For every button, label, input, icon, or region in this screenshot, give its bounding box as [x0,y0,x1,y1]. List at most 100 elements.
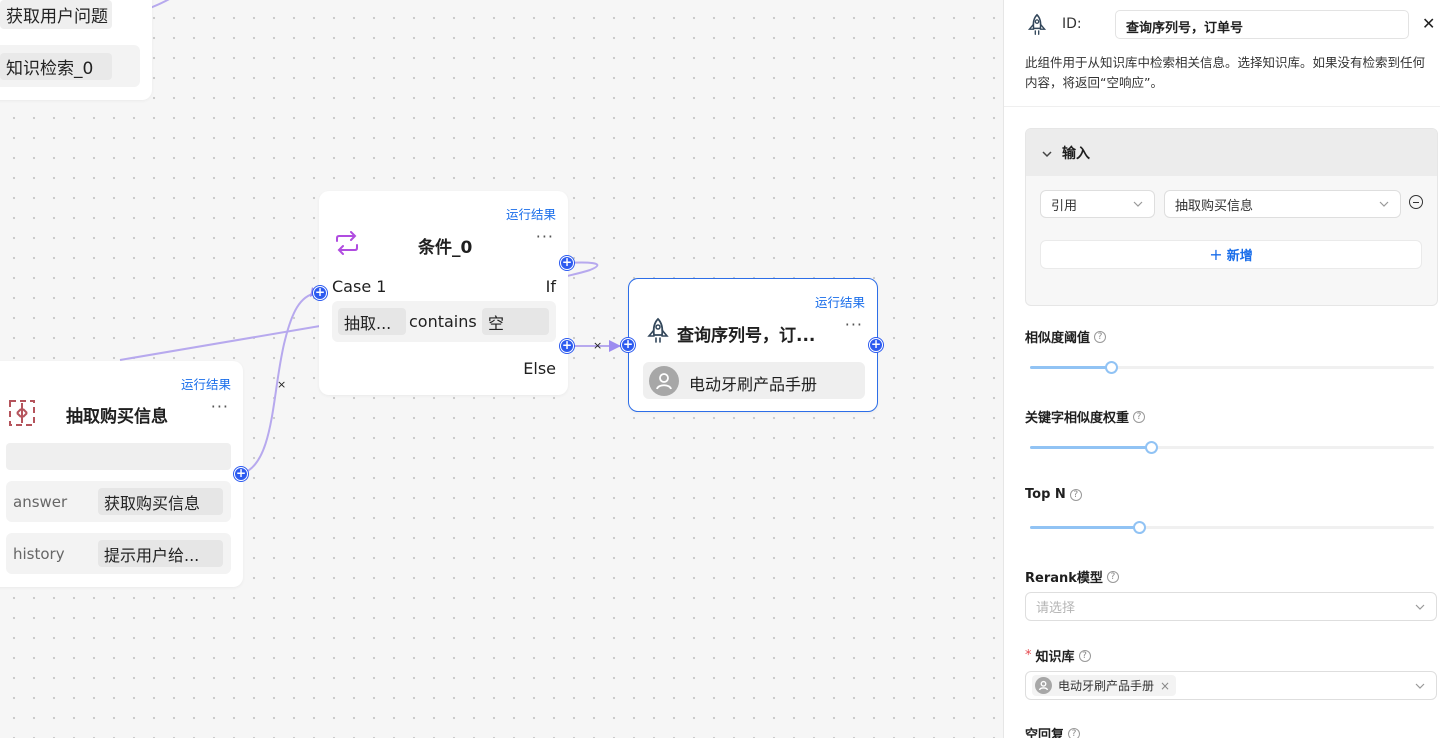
kb-avatar-icon [649,366,679,396]
slider-handle[interactable] [1104,361,1118,374]
condition-value-text: 空 [488,313,505,333]
similarity-threshold-label: 相似度阈值 ? [1025,327,1107,346]
edge-left-to-condition [119,325,321,361]
help-icon[interactable]: ? [1078,649,1091,662]
top-n-label: Top N ? [1025,487,1082,502]
chevron-down-icon [1415,683,1425,689]
keyword-weight-slider[interactable] [1030,441,1434,454]
empty-reply-label: 空回复 ? [1025,724,1081,738]
help-icon[interactable]: ? [1106,570,1119,583]
extract-row-answer-key: answer [13,493,68,511]
knowledge-base-label: * 知识库 ? [1025,646,1091,665]
chevron-down-icon [1133,201,1143,207]
extract-output-handle[interactable]: + [234,466,248,481]
edge-delete-button-1[interactable]: × [277,378,287,391]
extract-node-icon [8,399,36,427]
rocket-icon [645,317,671,345]
knowledge-base-tag-text: 电动牙刷产品手册 [1058,679,1155,693]
panel-description: 此组件用于从知识库中检索相关信息。选择知识库。如果没有检索到任何内容，将返回“空… [1025,55,1426,90]
extract-purchase-node[interactable]: 运行结果 抽取购买信息 ··· answer 获取购买信息 history 提示… [0,361,248,587]
rerank-select[interactable]: 请选择 [1025,592,1437,621]
condition-else-label: Else [523,359,556,378]
help-icon[interactable]: ? [1069,488,1082,501]
tag-close-icon[interactable]: × [1160,678,1171,693]
extract-row-answer-value-text: 获取购买信息 [104,493,201,513]
slider-handle[interactable] [1145,441,1159,454]
rerank-label: Rerank模型 ? [1025,567,1119,586]
edge-extract-to-condition [240,292,317,475]
retrieval-node[interactable]: 运行结果 查询序列号，订... ··· 电动牙刷产品手册 + + [621,278,883,412]
edge-top-offscreen [149,0,170,9]
condition-var-pill: 抽取... [338,308,406,335]
extract-more-icon[interactable]: ··· [210,397,229,416]
keyword-weight-text: 关键字相似度权重 [1025,411,1130,426]
upstream-item-1-text: 获取用户问题 [6,7,108,27]
condition-expression-row: 抽取... contains 空 [332,301,556,342]
properties-panel: ID: 查询序列号，订单号 ✕ 此组件用于从知识库中检索相关信息。选择知识库。如… [1003,0,1440,738]
input-value-select[interactable]: 抽取购买信息 [1164,190,1401,218]
top-n-slider[interactable] [1030,521,1434,534]
condition-value-pill: 空 [482,308,549,335]
upstream-item-2-text: 知识检索_0 [6,59,94,79]
condition-run-result-link[interactable]: 运行结果 [505,207,556,222]
help-icon[interactable]: ? [1068,727,1081,738]
input-type-select-value: 引用 [1051,198,1078,214]
retrieval-node-title: 查询序列号，订... [677,326,816,346]
retrieval-input-handle[interactable]: + [621,337,635,352]
condition-node[interactable]: 运行结果 条件_0 ··· Case 1 If 抽取... contains 空… [313,191,574,395]
retrieval-kb-row: 电动牙刷产品手册 [643,362,865,399]
similarity-threshold-text: 相似度阈值 [1025,331,1091,346]
condition-case-label: Case 1 [332,277,387,296]
condition-input-handle[interactable]: + [313,285,327,300]
panel-id-input[interactable]: 查询序列号，订单号 [1115,10,1409,39]
extract-row-history-value: 提示用户给... [98,540,223,567]
keyword-weight-label: 关键字相似度权重 ? [1025,407,1146,426]
extract-row-answer-value: 获取购买信息 [98,488,223,515]
upstream-item-retrieval: 知识检索_0 [0,53,112,80]
panel-id-value: 查询序列号，订单号 [1126,21,1244,36]
condition-more-icon[interactable]: ··· [535,227,554,246]
retrieval-output-handle[interactable]: + [869,337,883,352]
extract-row-history-value-text: 提示用户给... [104,545,200,565]
panel-divider [1004,106,1440,107]
input-section-header[interactable]: 输入 [1026,129,1437,176]
extract-empty-row [6,443,231,470]
empty-reply-text: 空回复 [1025,728,1065,738]
extract-run-result-link[interactable]: 运行结果 [180,377,231,392]
condition-node-title: 条件_0 [418,238,473,258]
remove-input-icon[interactable] [1409,195,1423,209]
rerank-text: Rerank模型 [1025,571,1103,586]
chevron-down-icon [1379,201,1389,207]
slider-fill [1030,446,1152,449]
input-value-select-value: 抽取购买信息 [1175,198,1254,214]
input-section-title: 输入 [1062,146,1090,162]
extract-node-title: 抽取购买信息 [66,407,168,427]
edge-arrow-retrieval [609,340,621,352]
retrieval-kb-name: 电动牙刷产品手册 [689,375,818,394]
add-input-label: 新增 [1226,249,1253,264]
plus-icon: + [1209,245,1223,264]
input-type-select[interactable]: 引用 [1040,190,1155,218]
workflow-canvas[interactable]: 获取用户问题 知识检索_0 运行结果 抽取购买信息 ··· answer 获取购… [0,0,1003,738]
retrieval-more-icon[interactable]: ··· [844,315,863,334]
knowledge-base-text: 知识库 [1035,650,1075,665]
condition-else-handle[interactable]: + [560,338,574,353]
slider-handle[interactable] [1133,521,1147,534]
condition-operator: contains [409,312,477,331]
extract-row-history: history 提示用户给... [6,533,231,574]
upstream-node[interactable]: 获取用户问题 知识检索_0 [0,0,152,100]
add-input-button[interactable]: +新增 [1040,240,1422,269]
knowledge-base-tag: 电动牙刷产品手册 × [1032,675,1177,696]
edge-delete-button-2[interactable]: × [593,339,603,352]
knowledge-base-select[interactable]: 电动牙刷产品手册 × [1025,671,1437,700]
extract-row-history-key: history [13,545,65,563]
upstream-item-get-question: 获取用户问题 [0,0,112,29]
top-n-text: Top N [1025,487,1066,502]
help-icon[interactable]: ? [1094,330,1107,343]
required-mark: * [1025,648,1032,663]
panel-close-icon[interactable]: ✕ [1422,14,1436,33]
condition-if-handle[interactable]: + [560,255,574,270]
help-icon[interactable]: ? [1133,410,1146,423]
similarity-threshold-slider[interactable] [1030,361,1434,374]
retrieval-run-result-link[interactable]: 运行结果 [814,295,865,310]
